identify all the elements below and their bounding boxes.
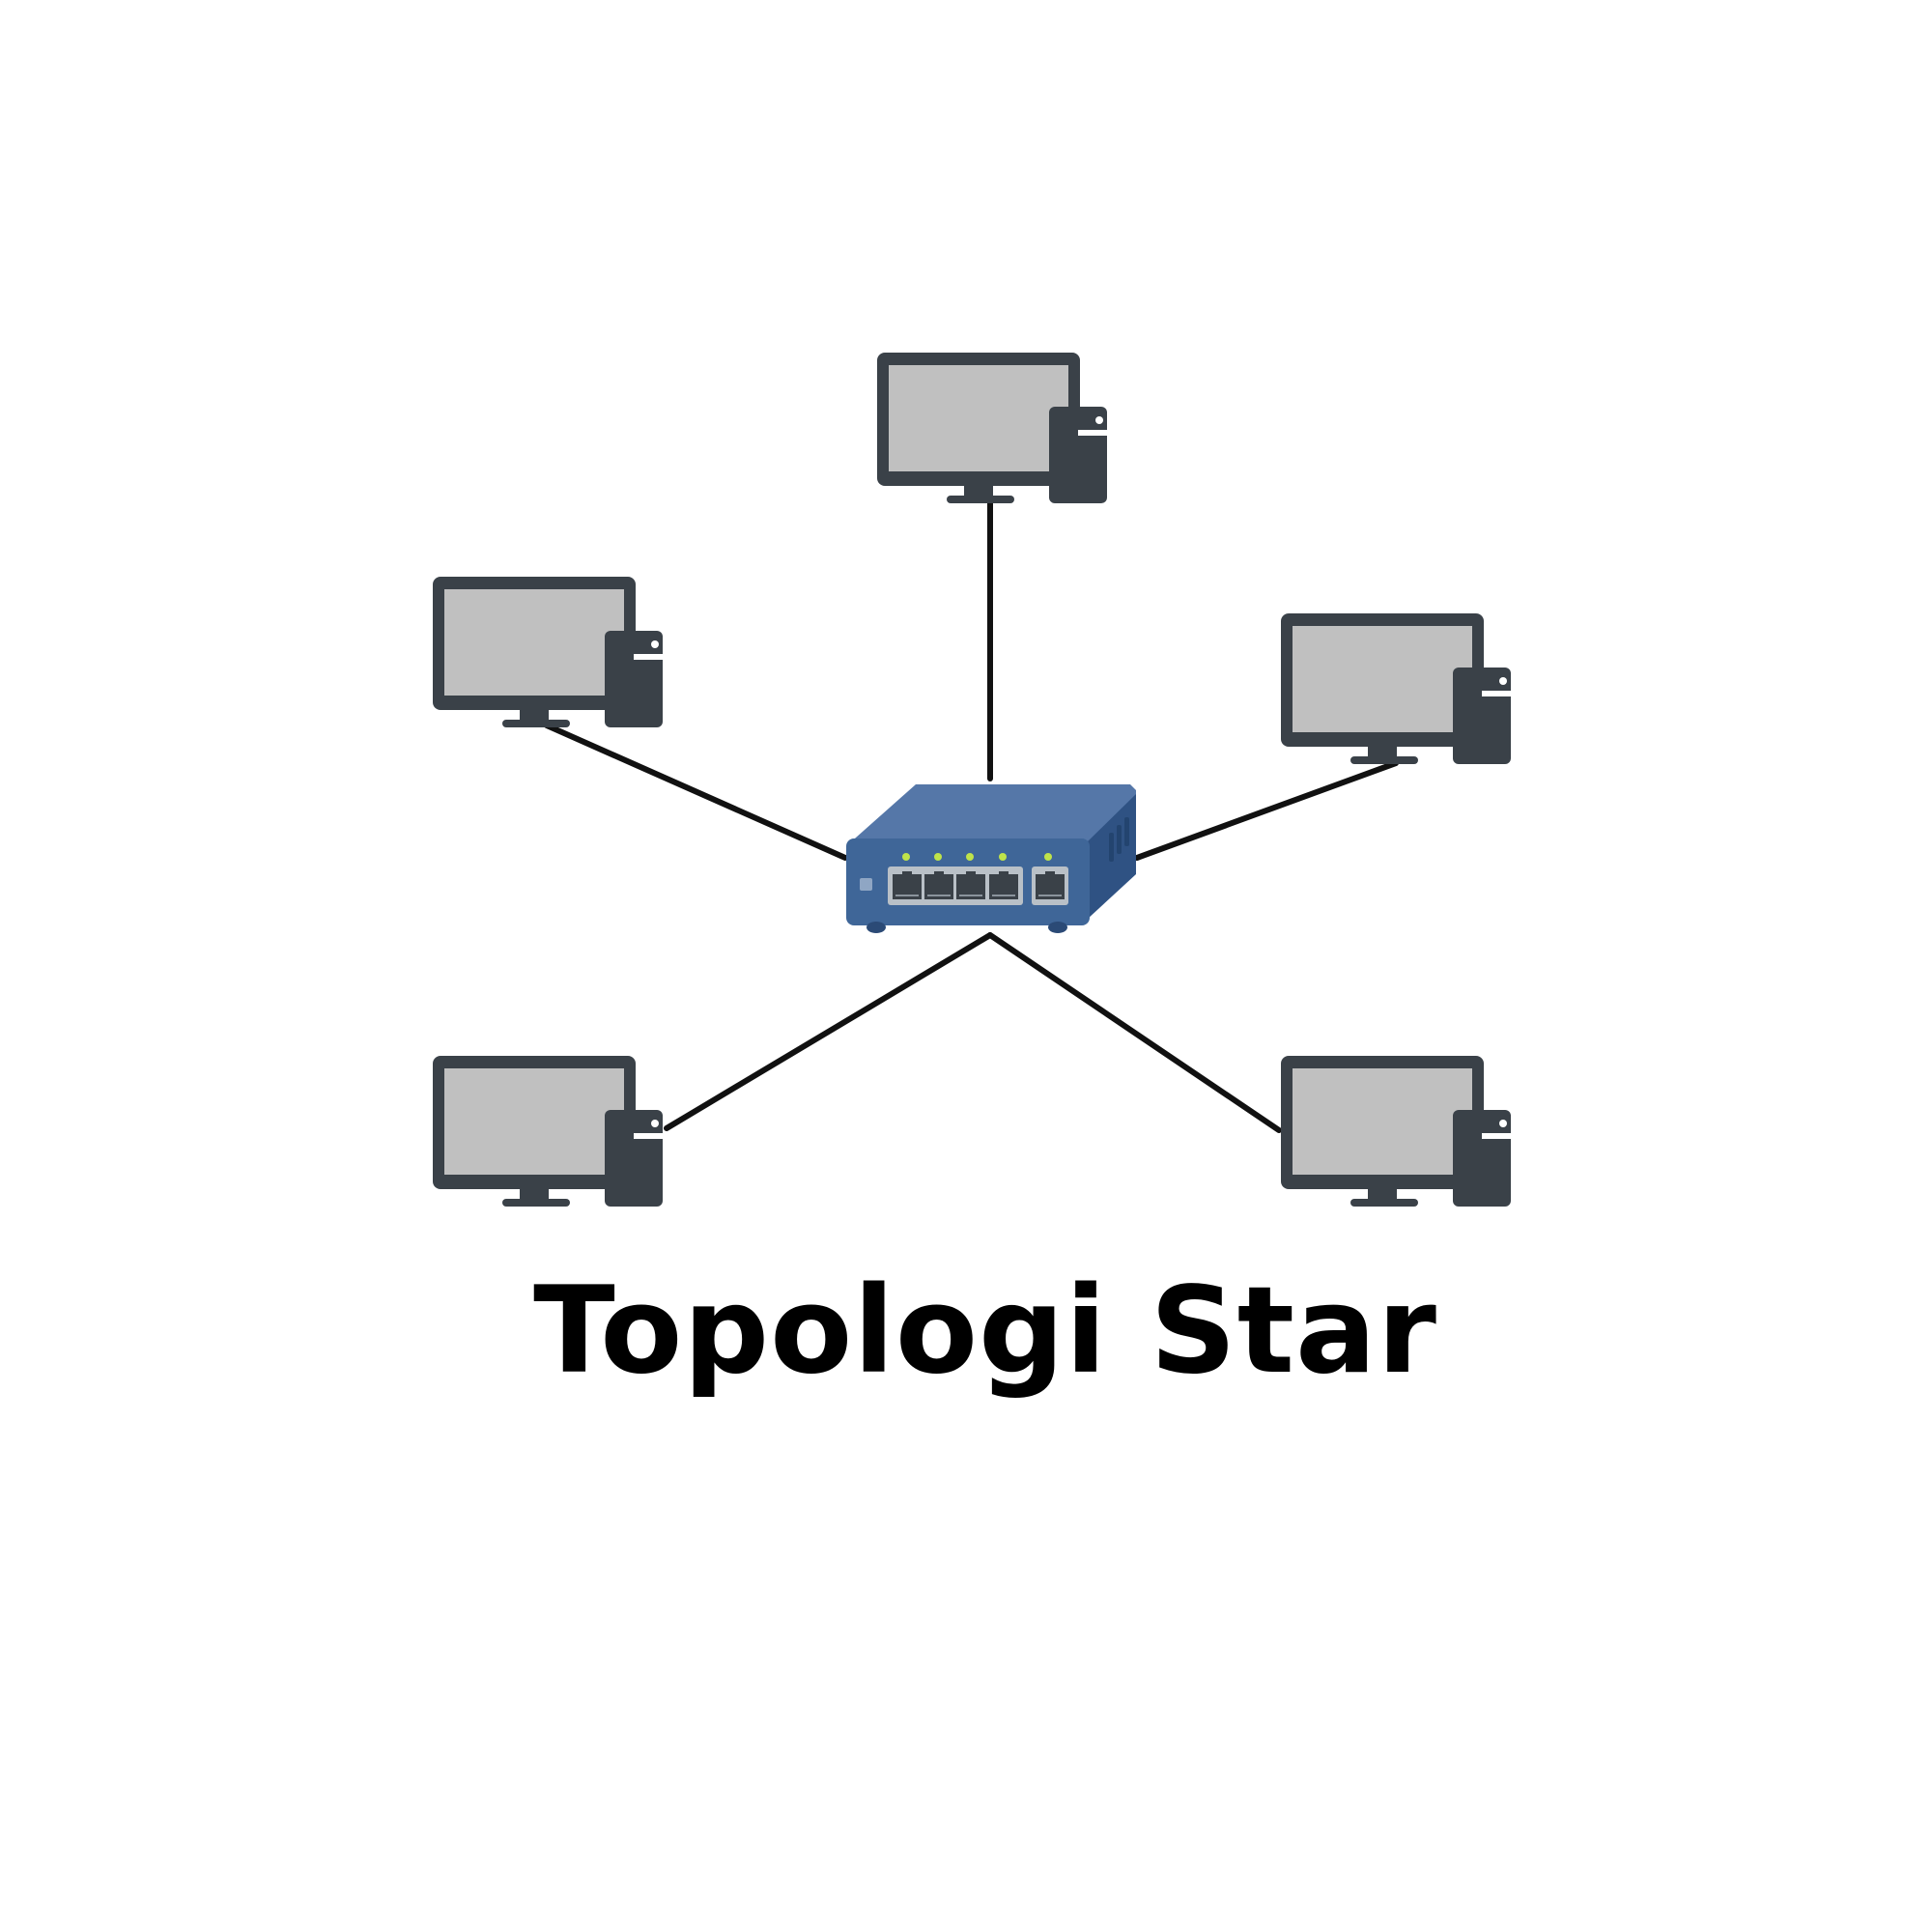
cable-lower-right	[987, 932, 1282, 1133]
desktop-computer-icon	[1281, 1056, 1511, 1207]
diagram-title: Topologi Star	[533, 1262, 1437, 1401]
desktop-computer-icon	[877, 353, 1107, 503]
desktop-computer-icon	[1281, 613, 1511, 764]
desktop-computer-icon	[433, 1056, 663, 1207]
cable-upper-right	[1134, 760, 1399, 861]
network-switch-icon	[846, 784, 1136, 933]
cable-upper-left	[544, 723, 848, 861]
cable-group	[544, 499, 1399, 1133]
cable-lower-left	[664, 932, 993, 1131]
desktop-computer-icon	[433, 577, 663, 727]
